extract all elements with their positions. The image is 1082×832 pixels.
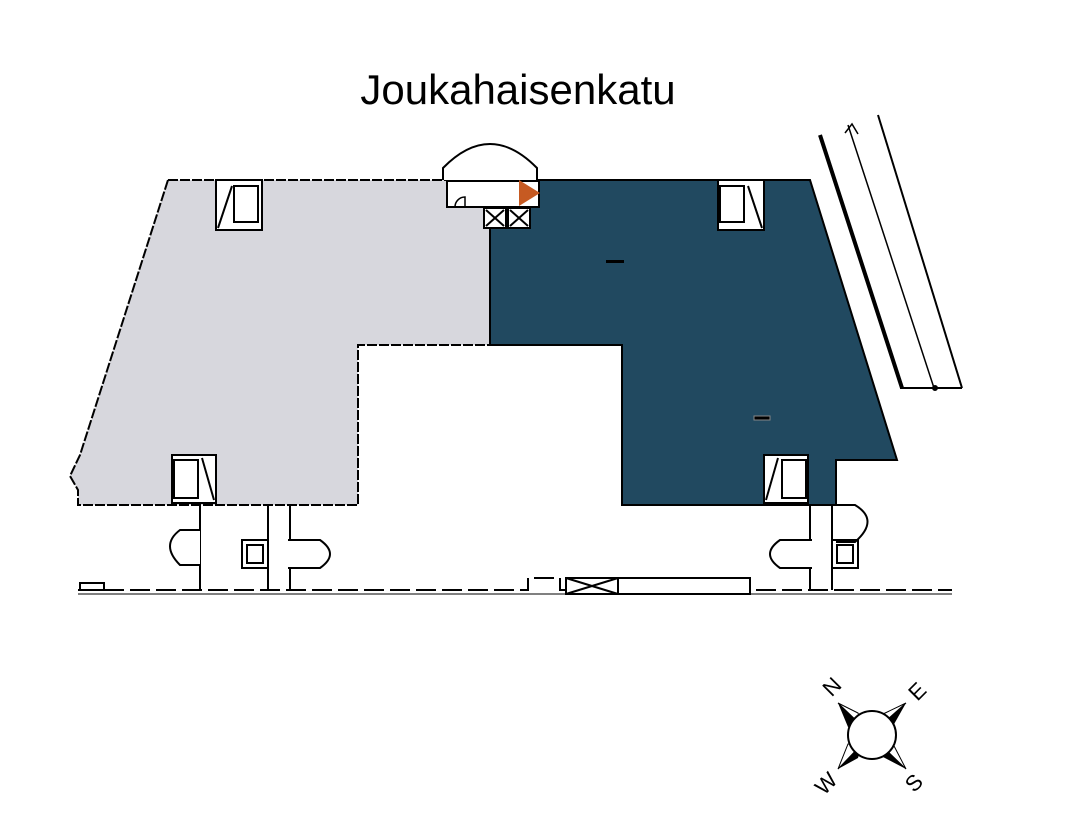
area-west[interactable] — [68, 179, 491, 506]
direction-arrow-icon — [844, 122, 859, 135]
compass-north-label: N — [818, 672, 847, 701]
compass-south-label: S — [900, 769, 928, 797]
entrance-canopy — [442, 143, 538, 180]
entrance-marker-icon — [519, 180, 540, 206]
road-lines — [818, 114, 963, 391]
stairwell-icon — [171, 179, 809, 504]
lower-level-structures — [78, 504, 952, 595]
compass-east-label: E — [903, 677, 931, 705]
street-label: Joukahaisenkatu — [360, 66, 676, 113]
elevator-icon — [483, 207, 531, 229]
compass-rose-icon: N E S W — [810, 672, 931, 799]
compass-west-label: W — [810, 767, 843, 800]
area-east-highlighted[interactable] — [489, 179, 899, 506]
